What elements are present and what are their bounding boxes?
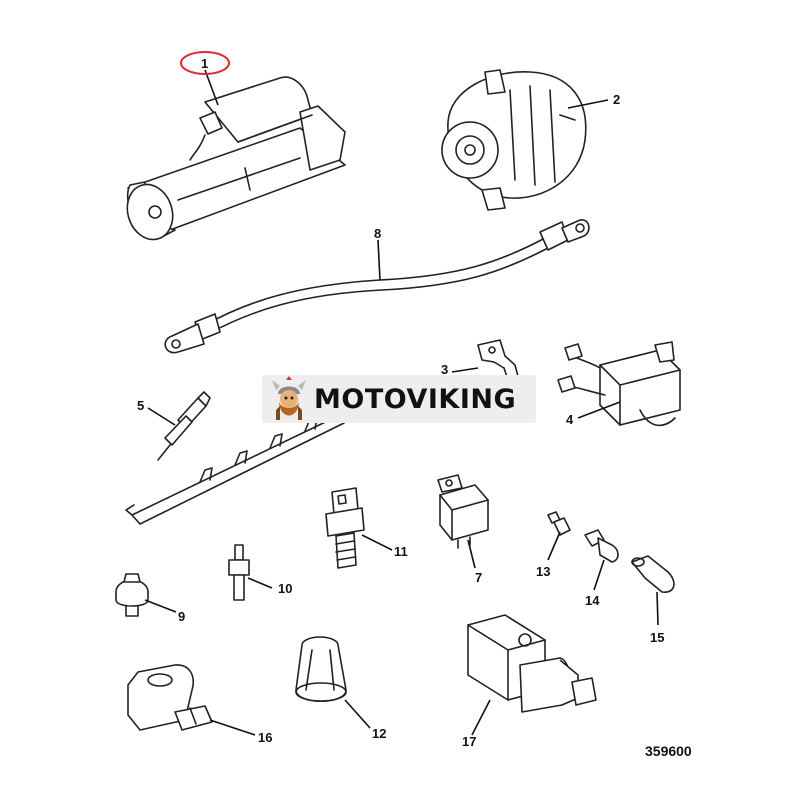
leader-9 (144, 599, 177, 613)
label-13: 13 (536, 564, 550, 579)
leader-11 (361, 534, 393, 551)
leader-5 (147, 407, 176, 426)
leader-lines (144, 69, 659, 736)
label-16: 16 (258, 730, 272, 745)
leader-12 (344, 699, 371, 729)
leader-2 (567, 99, 609, 109)
pressure-sensor-icon (325, 487, 365, 569)
terminal-cap-icon (547, 511, 571, 536)
label-10: 10 (278, 581, 292, 596)
watermark-text: MOTOVIKING (314, 383, 517, 415)
viking-mascot-icon (272, 376, 306, 420)
leader-15 (656, 591, 659, 626)
leader-14 (593, 559, 605, 591)
leader-16 (209, 719, 256, 736)
rubber-boot-icon (295, 636, 347, 702)
label-4: 4 (566, 412, 574, 427)
alternator-icon (441, 69, 587, 211)
angled-connector-icon (584, 529, 619, 563)
pressure-switch-icon (115, 573, 149, 617)
label-14: 14 (585, 593, 600, 608)
label-2: 2 (613, 92, 620, 107)
label-17: 17 (462, 734, 476, 749)
relay-harness-icon (557, 341, 681, 427)
watermark-banner: MOTOVIKING (262, 375, 536, 423)
diagram-reference-number: 359600 (645, 743, 692, 759)
leader-17 (471, 699, 491, 736)
battery-cable-icon (164, 219, 590, 354)
label-7: 7 (475, 570, 482, 585)
label-1: 1 (201, 56, 208, 71)
leader-1 (204, 69, 219, 106)
temperature-sender-icon (228, 544, 250, 601)
relay-icon (437, 474, 489, 549)
solenoid-valve-icon (467, 614, 597, 713)
label-9: 9 (178, 609, 185, 624)
leader-3 (451, 367, 479, 373)
solenoid-connector-icon (127, 664, 213, 731)
leader-7 (467, 539, 476, 569)
leader-4 (577, 401, 621, 419)
leader-10 (247, 577, 273, 589)
label-5: 5 (137, 398, 144, 413)
elbow-boot-icon (631, 555, 675, 593)
leader-13 (547, 531, 561, 561)
highlight-ring (180, 51, 230, 75)
label-8: 8 (374, 226, 381, 241)
label-3: 3 (441, 362, 448, 377)
label-11: 11 (394, 544, 408, 559)
label-12: 12 (372, 726, 386, 741)
busbar-strip-icon (125, 414, 345, 525)
starter-motor-icon (126, 76, 346, 241)
label-15: 15 (650, 630, 664, 645)
glow-plug-icon (157, 391, 211, 461)
part-labels: 1 2 3 4 5 7 8 9 10 11 12 13 14 15 16 17 (137, 56, 664, 749)
leader-8 (377, 239, 381, 281)
